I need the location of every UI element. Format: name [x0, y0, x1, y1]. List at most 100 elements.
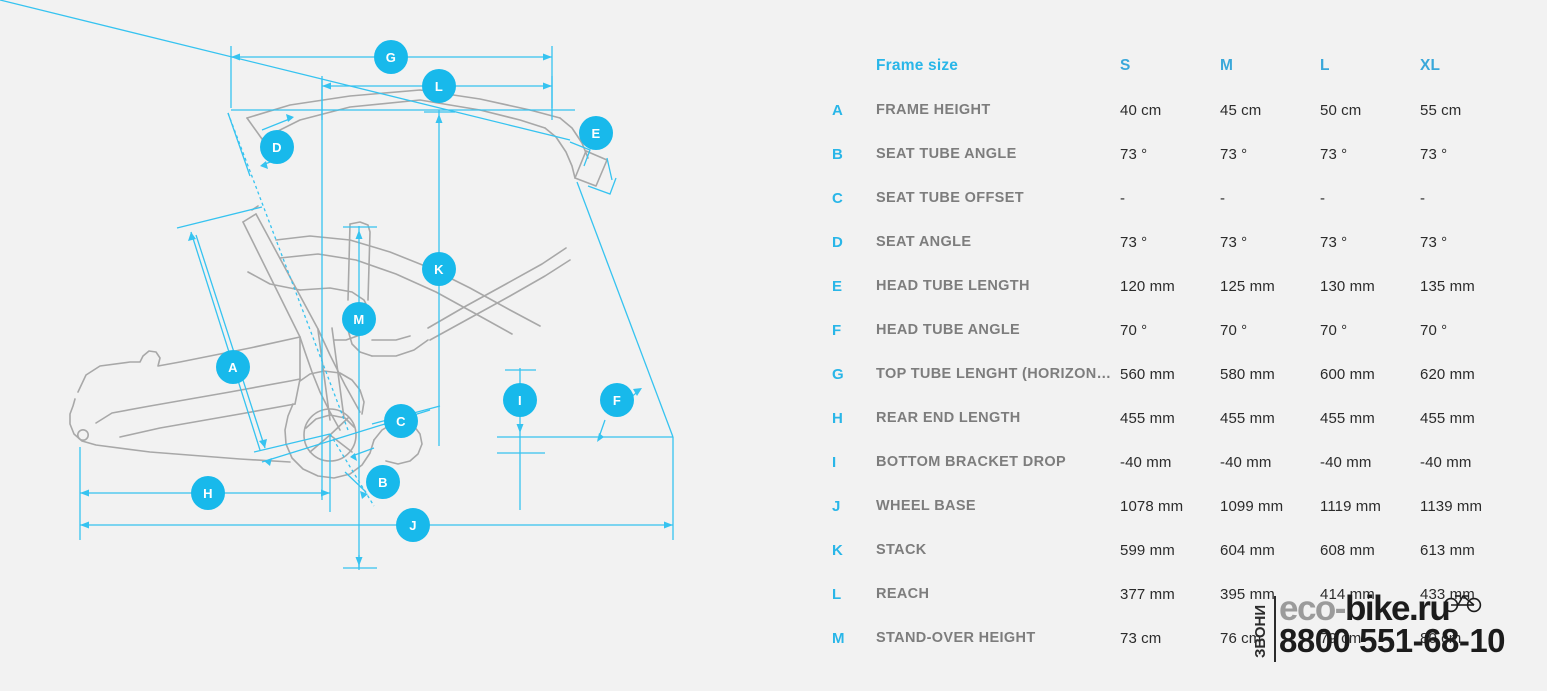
badge-label-l: L — [435, 79, 443, 94]
row-h-value-l: 455 mm — [1320, 409, 1375, 427]
row-a-value-m: 45 cm — [1220, 101, 1262, 119]
row-l-value-s: 377 mm — [1120, 585, 1175, 603]
row-b-value-m: 73 ° — [1220, 145, 1248, 163]
row-label-b: SEAT TUBE ANGLE — [876, 146, 1017, 162]
header-size-l: L — [1320, 57, 1330, 74]
row-f-value-xl: 70 ° — [1420, 321, 1448, 339]
badge-circle-h — [191, 476, 225, 510]
badge-d: D — [260, 130, 294, 164]
row-label-c: SEAT TUBE OFFSET — [876, 190, 1024, 206]
badge-l: L — [422, 69, 456, 103]
badge-label-a: A — [228, 360, 238, 375]
badge-label-e: E — [592, 126, 601, 141]
row-b-value-xl: 73 ° — [1420, 145, 1448, 163]
row-letter-a: A — [832, 101, 844, 119]
header-size-xl: XL — [1420, 57, 1441, 74]
table-header-row: Frame size S M L XL — [832, 44, 1532, 88]
row-j-value-l: 1119 mm — [1320, 497, 1382, 515]
row-g-value-xl: 620 mm — [1420, 365, 1475, 383]
row-label-e: HEAD TUBE LENGTH — [876, 278, 1030, 294]
badge-label-b: B — [378, 475, 388, 490]
row-c-value-xl: - — [1420, 189, 1426, 207]
row-g-value-l: 600 mm — [1320, 365, 1375, 383]
badge-label-h: H — [203, 486, 213, 501]
table-row: L REACH 377 mm 395 mm 414 mm 433 mm — [832, 572, 1532, 616]
badge-b: B — [366, 465, 400, 499]
badge-label-k: K — [434, 262, 444, 277]
row-c-value-s: - — [1120, 189, 1126, 207]
row-j-value-s: 1078 mm — [1120, 497, 1184, 515]
row-d-value-s: 73 ° — [1120, 233, 1148, 251]
row-letter-i: I — [832, 453, 837, 471]
row-m-value-xl: 80 cm — [1420, 629, 1462, 647]
row-g-value-m: 580 mm — [1220, 365, 1275, 383]
row-d-value-m: 73 ° — [1220, 233, 1248, 251]
badge-label-f: F — [613, 393, 621, 408]
badge-e: E — [579, 116, 613, 150]
row-k-value-s: 599 mm — [1120, 541, 1175, 559]
row-letter-k: K — [832, 541, 844, 559]
row-g-value-s: 560 mm — [1120, 365, 1175, 383]
badge-c: C — [384, 404, 418, 438]
row-a-value-s: 40 cm — [1120, 101, 1162, 119]
row-label-h: REAR END LENGTH — [876, 410, 1021, 426]
row-f-value-m: 70 ° — [1220, 321, 1248, 339]
row-label-a: FRAME HEIGHT — [876, 102, 991, 118]
badge-k: K — [422, 252, 456, 286]
row-i-value-s: -40 mm — [1120, 453, 1172, 471]
row-l-value-m: 395 mm — [1220, 585, 1275, 603]
row-c-value-l: - — [1320, 189, 1326, 207]
row-letter-h: H — [832, 409, 844, 427]
badge-circle-l — [422, 69, 456, 103]
row-c-value-m: - — [1220, 189, 1226, 207]
row-l-value-l: 414 mm — [1320, 585, 1375, 603]
row-e-value-m: 125 mm — [1220, 277, 1275, 295]
badge-circle-j — [396, 508, 430, 542]
badge-circle-b — [366, 465, 400, 499]
row-label-d: SEAT ANGLE — [876, 234, 972, 250]
header-size-s: S — [1120, 57, 1131, 74]
row-m-value-m: 76 cm — [1220, 629, 1262, 647]
row-e-value-l: 130 mm — [1320, 277, 1375, 295]
row-k-value-xl: 613 mm — [1420, 541, 1475, 559]
badge-f: F — [600, 383, 634, 417]
row-b-value-s: 73 ° — [1120, 145, 1148, 163]
row-i-value-m: -40 mm — [1220, 453, 1272, 471]
table-row: B SEAT TUBE ANGLE 73 ° 73 ° 73 ° 73 ° — [832, 132, 1532, 176]
badge-circle-e — [579, 116, 613, 150]
row-label-l: REACH — [876, 586, 930, 602]
row-l-value-xl: 433 mm — [1420, 585, 1475, 603]
badge-label-d: D — [272, 140, 282, 155]
row-letter-g: G — [832, 365, 844, 383]
badge-label-j: J — [409, 518, 417, 533]
row-a-value-l: 50 cm — [1320, 101, 1362, 119]
frame-geometry-table: Frame size S M L XL A FRAME HEIGHT 40 cm 45… — [832, 44, 1532, 660]
badge-m: M — [342, 302, 376, 336]
badge-circle-d — [260, 130, 294, 164]
row-letter-l: L — [832, 585, 842, 603]
badge-circle-i — [503, 383, 537, 417]
row-h-value-xl: 455 mm — [1420, 409, 1475, 427]
row-letter-b: B — [832, 145, 844, 163]
badge-g: G — [374, 40, 408, 74]
badge-circle-a — [216, 350, 250, 384]
row-label-j: WHEEL BASE — [876, 498, 976, 514]
row-i-value-l: -40 mm — [1320, 453, 1372, 471]
dimension-lines — [0, 0, 674, 570]
row-letter-j: J — [832, 497, 841, 515]
row-label-f: HEAD TUBE ANGLE — [876, 322, 1021, 338]
row-b-value-l: 73 ° — [1320, 145, 1348, 163]
row-letter-d: D — [832, 233, 844, 251]
row-letter-m: M — [832, 629, 845, 647]
badge-circle-k — [422, 252, 456, 286]
badge-circle-m — [342, 302, 376, 336]
